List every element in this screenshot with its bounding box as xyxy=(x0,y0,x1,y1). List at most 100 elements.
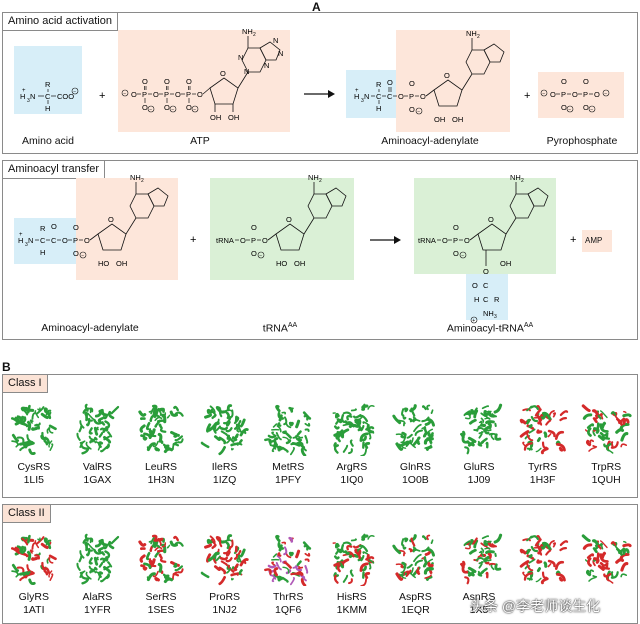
ribbon-segment xyxy=(80,572,90,580)
svg-text:O: O xyxy=(594,90,600,99)
ribbon-segment xyxy=(530,415,538,423)
svg-text:O: O xyxy=(186,77,192,86)
ribbon-segment xyxy=(295,435,303,442)
ribbon-segment xyxy=(98,571,103,578)
caption-aminoacyl-trna: Aminoacyl-tRNAAA xyxy=(430,322,550,335)
protein-pdb-id: 1EQR xyxy=(401,604,430,616)
ribbon-segment xyxy=(275,534,281,543)
ribbon-segment xyxy=(218,538,222,548)
ribbon-segment xyxy=(103,413,109,420)
ribbon-segment xyxy=(425,558,434,566)
ribbon-segment xyxy=(403,551,407,557)
ribbon-segment xyxy=(544,549,551,556)
ribbon-segment xyxy=(422,535,428,541)
svg-text:C: C xyxy=(376,92,382,101)
protein-name: ValRS xyxy=(82,461,112,473)
ribbon-segment xyxy=(14,415,24,426)
svg-text:O: O xyxy=(62,236,68,245)
activation-frame: Amino acid activation xyxy=(2,12,638,154)
svg-text:O: O xyxy=(488,215,494,224)
ribbon-segment xyxy=(540,412,547,420)
ribbon-segment xyxy=(298,565,304,569)
ribbon-segment xyxy=(218,436,226,445)
ribbon-segment xyxy=(288,536,294,543)
ribbon-segment xyxy=(108,540,115,550)
ribbon-segment xyxy=(523,442,533,451)
atp-phosphates: − O PO O − O PO O − O PO O − O xyxy=(121,77,211,113)
ribbon-segment xyxy=(586,439,592,447)
svg-text:−: − xyxy=(461,253,464,259)
protein-name: SerRS xyxy=(145,591,177,603)
ribbon-segment xyxy=(34,540,39,549)
protein-ribbon-icon xyxy=(581,404,632,454)
ribbon-segment xyxy=(360,435,367,442)
svg-text:OH: OH xyxy=(434,115,445,124)
ribbon-segment xyxy=(610,541,617,546)
ribbon-segment xyxy=(275,404,281,413)
ribbon-segment xyxy=(521,441,527,448)
ribbon-segment xyxy=(543,561,547,568)
ribbon-segment xyxy=(146,572,156,582)
ribbon-segment xyxy=(541,441,547,449)
ribbon-segment xyxy=(402,442,407,449)
ribbon-segment xyxy=(344,420,350,425)
ribbon-segment xyxy=(227,434,235,443)
svg-text:N: N xyxy=(238,53,243,62)
ribbon-segment xyxy=(402,572,407,579)
protein-ribbon-icon xyxy=(392,404,436,451)
svg-text:N: N xyxy=(244,67,249,76)
svg-text:O: O xyxy=(262,236,268,245)
ribbon-segment xyxy=(467,441,475,447)
ribbon-segment xyxy=(98,547,105,553)
ribbon-segment xyxy=(80,570,86,574)
ribbon-segment xyxy=(296,430,303,437)
ribbon-segment xyxy=(536,534,541,541)
ribbon-segment xyxy=(559,540,568,547)
ribbon-segment xyxy=(484,547,491,550)
ribbon-segment xyxy=(526,577,533,581)
ribbon-segment xyxy=(347,578,353,585)
ribbon-segment xyxy=(110,535,120,545)
svg-text:N: N xyxy=(273,36,278,45)
ribbon-segment xyxy=(174,565,184,572)
protein-name: HisRS xyxy=(336,591,367,603)
ribbon-segment xyxy=(554,430,564,440)
ribbon-segment xyxy=(592,445,598,448)
ribbon-segment xyxy=(169,540,178,547)
ribbon-segment xyxy=(154,447,160,452)
svg-text:H: H xyxy=(40,248,45,257)
ribbon-segment xyxy=(200,441,210,449)
ribbon-segment xyxy=(89,565,96,571)
ribbon-segment xyxy=(519,430,529,438)
ribbon-segment xyxy=(216,418,220,423)
ribbon-segment xyxy=(427,562,435,568)
ribbon-segment xyxy=(93,418,104,425)
ribbon-segment xyxy=(534,408,542,417)
svg-text:N: N xyxy=(264,61,269,70)
ribbon-segment xyxy=(273,567,279,577)
ribbon-segment xyxy=(289,551,295,557)
ribbon-segment xyxy=(93,548,104,555)
ribbon-segment xyxy=(468,538,474,547)
ribbon-segment xyxy=(415,429,424,437)
svg-text:3: 3 xyxy=(361,98,364,104)
svg-text:OH: OH xyxy=(210,113,221,122)
ribbon-segment xyxy=(103,543,109,550)
ribbon-segment xyxy=(138,410,147,417)
ribbon-segment xyxy=(601,436,611,440)
svg-text:O: O xyxy=(73,249,79,258)
ribbon-segment xyxy=(213,551,219,557)
ribbon-segment xyxy=(296,560,303,567)
ribbon-segment xyxy=(96,556,100,561)
ribbon-segment xyxy=(538,552,542,556)
ribbon-segment xyxy=(592,539,600,546)
ribbon-segment xyxy=(82,407,90,414)
ribbon-segment xyxy=(98,409,104,414)
svg-text:2: 2 xyxy=(319,178,322,184)
svg-text:P: P xyxy=(409,92,414,101)
svg-text:C: C xyxy=(387,92,393,101)
ribbon-segment xyxy=(174,541,184,547)
